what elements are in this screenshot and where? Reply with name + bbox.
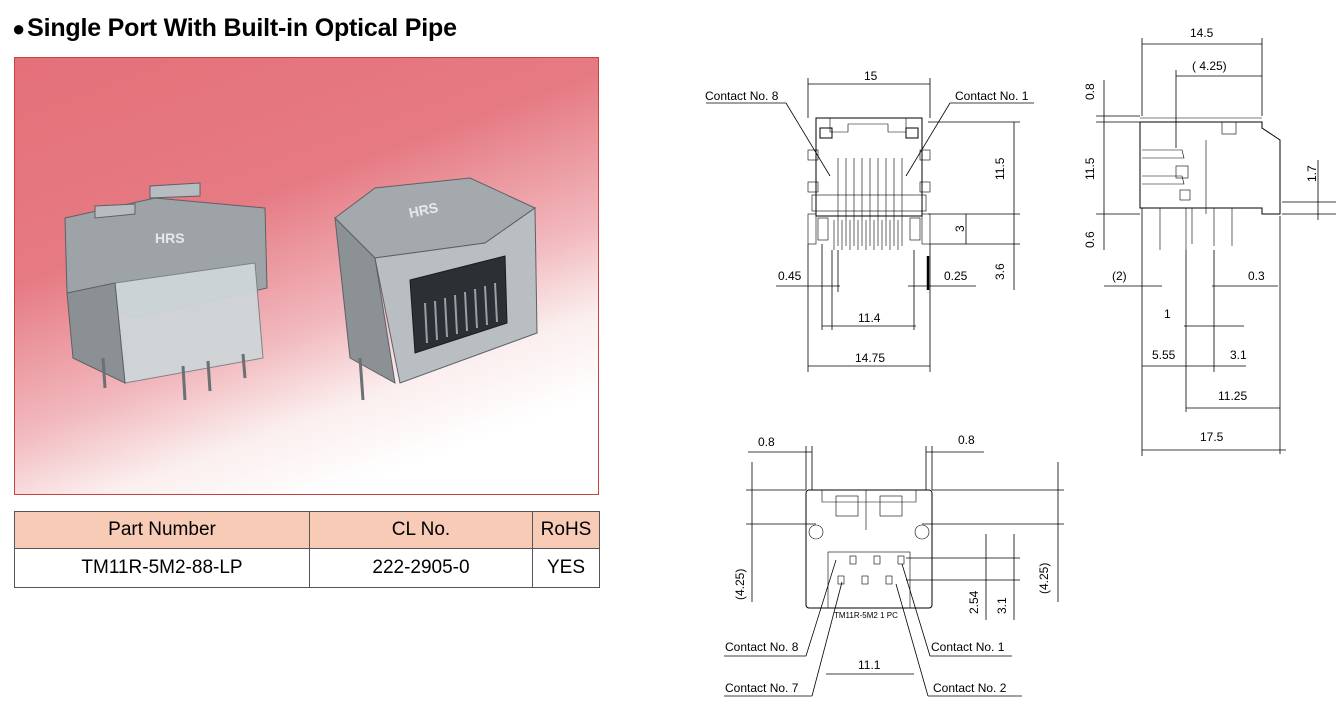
side-dim-5-55: 5.55: [1152, 348, 1176, 362]
bottom-view: TM11R-5M2 1 PC 0.8 0.8 (4.25) (4.25) 2.5…: [724, 433, 1064, 697]
side-dim-11-25: 11.25: [1218, 389, 1247, 403]
brand-mark-left: HRS: [155, 230, 185, 246]
connector-rear: HRS: [64, 182, 268, 401]
page-title: ● Single Port With Built-in Optical Pipe: [12, 14, 457, 43]
front-dim-0-45: 0.45: [778, 269, 802, 283]
side-dim-0-6: 0.6: [1083, 231, 1097, 248]
title-bullet: ●: [12, 15, 26, 41]
header-part-number: Part Number: [14, 511, 310, 549]
side-dim-14-5: 14.5: [1190, 26, 1214, 40]
spec-table-header: Part Number CL No. RoHS: [14, 511, 600, 549]
side-dim-0-8: 0.8: [1083, 83, 1097, 100]
bottom-contact-1: Contact No. 1: [931, 640, 1005, 654]
connector-front: HRS: [334, 177, 538, 401]
bottom-dim-3-1: 3.1: [995, 597, 1009, 614]
front-dim-11-4: 11.4: [858, 311, 881, 325]
front-view: Contact No. 8 Contact No. 1 15 11.5 3 3.…: [705, 69, 1034, 372]
front-contact-1: Contact No. 1: [955, 89, 1029, 103]
bottom-dim-2-54: 2.54: [967, 590, 981, 614]
front-dim-14-75: 14.75: [855, 351, 885, 365]
brand-mark-right: HRS: [407, 199, 439, 221]
cell-rohs: YES: [532, 548, 600, 588]
side-dim-4-25: ( 4.25): [1192, 59, 1227, 73]
connector-illustration: HRS HRS: [64, 177, 538, 401]
front-dim-3: 3: [953, 225, 967, 232]
cell-cl-no: 222-2905-0: [309, 548, 533, 588]
front-contact-8: Contact No. 8: [705, 89, 779, 103]
side-dim-2: (2): [1112, 269, 1127, 283]
front-dim-15: 15: [864, 69, 878, 83]
table-row: TM11R-5M2-88-LP 222-2905-0 YES: [14, 548, 600, 588]
bottom-dim-0-8-left: 0.8: [758, 435, 775, 449]
spec-table: Part Number CL No. RoHS TM11R-5M2-88-LP …: [14, 511, 600, 588]
header-cl-no: CL No.: [309, 511, 533, 549]
bottom-contact-7: Contact No. 7: [725, 681, 799, 695]
front-dim-11-5: 11.5: [993, 157, 1007, 180]
bottom-dim-11-1: 11.1: [858, 658, 881, 672]
cell-part-number: TM11R-5M2-88-LP: [14, 548, 310, 588]
front-dim-3-6: 3.6: [993, 263, 1007, 280]
product-photo: HRS HRS: [14, 57, 599, 495]
bottom-dim-4-25-left: (4.25): [733, 569, 747, 600]
front-dim-0-25: 0.25: [944, 269, 968, 283]
side-dim-11-5: 11.5: [1083, 157, 1097, 180]
bottom-marking: TM11R-5M2 1 PC: [834, 611, 898, 620]
side-view: 14.5 ( 4.25) 0.8 11.5 0.6 1.7 (2) 0.3 1 …: [1083, 26, 1336, 456]
header-rohs: RoHS: [532, 511, 600, 549]
side-dim-3-1: 3.1: [1230, 348, 1247, 362]
side-dim-0-3: 0.3: [1248, 269, 1265, 283]
bottom-contact-2: Contact No. 2: [933, 681, 1007, 695]
side-dim-17-5: 17.5: [1200, 430, 1224, 444]
bottom-contact-8: Contact No. 8: [725, 640, 799, 654]
side-dim-1: 1: [1164, 307, 1171, 321]
bottom-dim-0-8-right: 0.8: [958, 433, 975, 447]
title-text: Single Port With Built-in Optical Pipe: [27, 14, 457, 42]
bottom-dim-4-25-right: (4.25): [1037, 563, 1051, 594]
side-dim-1-7: 1.7: [1305, 165, 1319, 182]
